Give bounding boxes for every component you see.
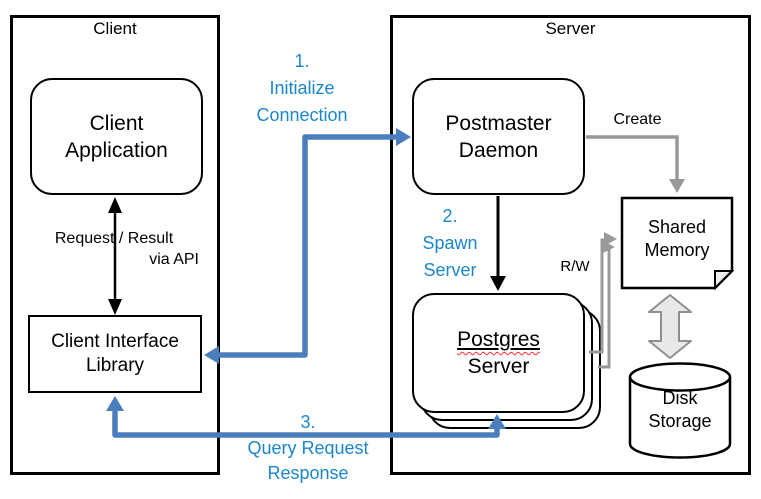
postgres-server-label-line1: Postgres (457, 328, 540, 351)
step1-label-line1: 1. (294, 51, 310, 71)
shared-memory-label-line2: Memory (644, 240, 710, 260)
postmaster-daemon-node: Postmaster Daemon (412, 78, 585, 195)
step1-label: 1. Initialize Connection (222, 48, 382, 129)
client-interface-library-label-line1: Client Interface (51, 331, 179, 352)
postgres-server-node: Postgres Server (412, 293, 585, 413)
postmaster-daemon-label-line2: Daemon (458, 138, 539, 162)
step3-label-line2: Query Request (247, 437, 369, 458)
rw-edge-label: R/W (560, 258, 590, 275)
postmaster-daemon-label-line1: Postmaster (445, 111, 552, 135)
api-edge-label-line1: Request / Result (54, 230, 174, 247)
client-application-node: Client Application (30, 78, 203, 195)
client-interface-library-label-line2: Library (85, 355, 145, 376)
step1-connector-line (218, 134, 397, 358)
client-application-label-line2: Application (65, 138, 168, 162)
step3-label-line1: 3. (300, 412, 316, 432)
shared-memory-label-line1: Shared (647, 217, 707, 237)
client-interface-library-node: Client Interface Library (28, 315, 202, 393)
step2-label: 2. Spawn Server (408, 203, 492, 284)
step2-label-line2: Spawn (422, 233, 478, 253)
client-application-label-line1: Client (89, 111, 144, 135)
disk-storage-label: Disk Storage (630, 387, 730, 433)
client-panel-title: Client (93, 19, 137, 38)
postgres-server-label-line2: Server (467, 355, 530, 378)
step2-label-line3: Server (423, 260, 477, 280)
postgres-label-spellcheck-wrapper: Postgres (457, 326, 540, 353)
disk-storage-label-line1: Disk (662, 388, 698, 408)
api-edge-label-line2: via API (149, 251, 199, 268)
disk-storage-label-line2: Storage (648, 411, 712, 431)
api-edge-label: Request / Result via API (25, 228, 203, 270)
step1-label-line3: Connection (256, 105, 348, 125)
server-panel-title: Server (545, 19, 596, 38)
shared-memory-label: Shared Memory (622, 216, 732, 262)
step1-label-line2: Initialize (269, 78, 335, 98)
step3-label: 3. Query Request Response (208, 410, 408, 487)
create-edge-label: Create (613, 111, 662, 128)
step2-label-line1: 2. (442, 206, 458, 226)
step3-label-line3: Response (267, 463, 349, 483)
